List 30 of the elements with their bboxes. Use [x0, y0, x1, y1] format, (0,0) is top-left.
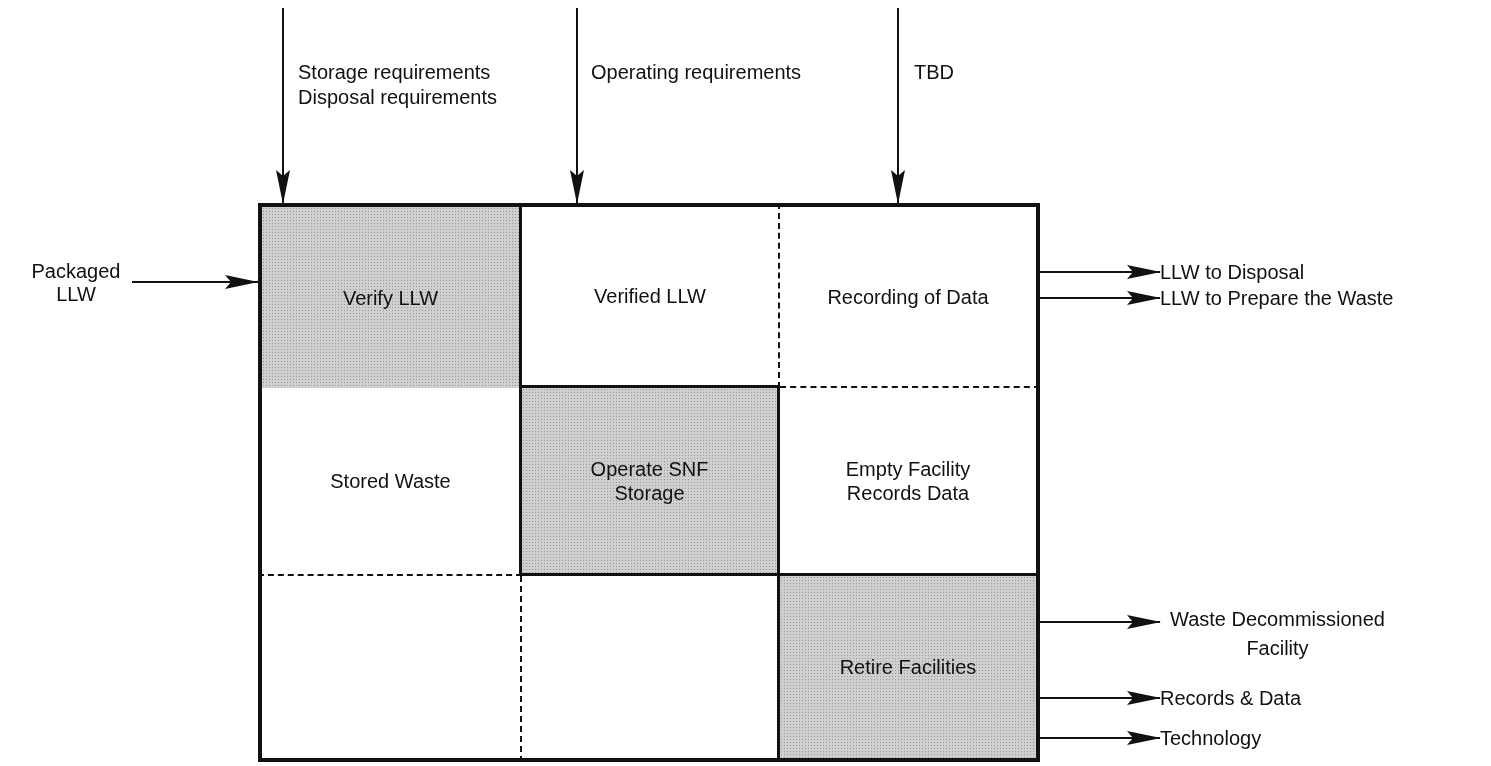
edge-label: Storage requirements Disposal requirements — [298, 60, 498, 110]
matrix-cell — [780, 203, 1040, 388]
arrow — [891, 7, 905, 204]
flow-text: Waste Decommissioned Facility — [1160, 608, 1395, 660]
cell-text: Recording of Data — [827, 284, 989, 309]
cell-text: Verify LLW — [342, 285, 439, 310]
cell-text: Empty Facility Records Data — [844, 456, 972, 505]
cell-text: Operate SNF Storage — [589, 456, 710, 505]
arrow — [1039, 691, 1161, 705]
empty-cell — [258, 576, 522, 762]
shaded-cell — [258, 203, 522, 388]
cell-text: Stored Waste — [330, 469, 451, 493]
flow-text: Records & Data — [1160, 686, 1410, 710]
flow-text: Technology — [1160, 726, 1360, 750]
cell-text: Retire Facilities — [839, 655, 977, 679]
arrow — [276, 7, 290, 204]
arrow — [1039, 265, 1161, 279]
flow-text: LLW to Prepare the Waste — [1160, 286, 1480, 310]
arrow — [1039, 291, 1161, 305]
shaded-cell — [522, 388, 780, 576]
edge-label: TBD — [914, 60, 955, 85]
cell-text: Verified LLW — [594, 284, 706, 308]
edge-label: Operating requirements — [591, 60, 803, 85]
flow-text: Packaged LLW — [20, 258, 132, 308]
arrow — [570, 7, 584, 204]
shaded-cell — [780, 576, 1040, 762]
arrow — [1039, 731, 1161, 745]
arrow — [131, 275, 259, 289]
arrow — [1039, 615, 1161, 629]
flow-text: LLW to Disposal — [1160, 260, 1460, 284]
